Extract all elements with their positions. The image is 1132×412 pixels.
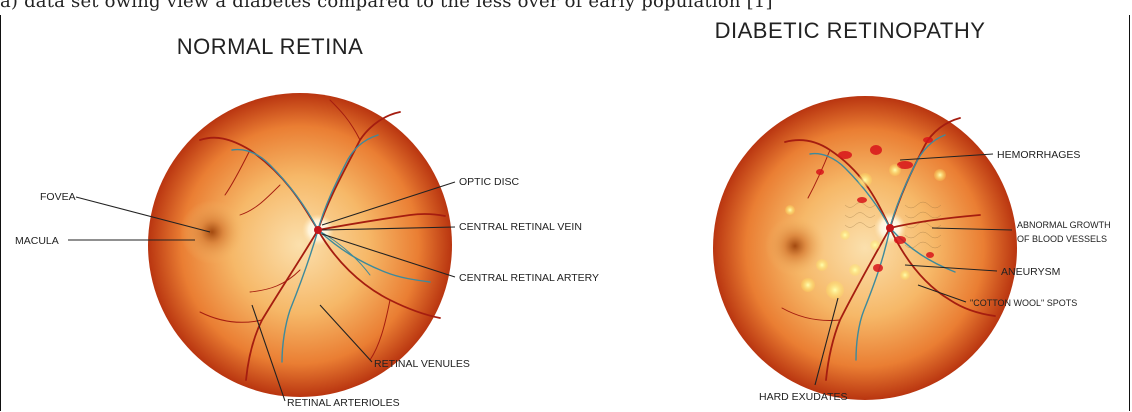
diabetic-retina-fundus xyxy=(713,96,1017,400)
normal-retina-title: NORMAL RETINA xyxy=(177,34,364,59)
label-hard-exudates: HARD EXUDATES xyxy=(759,391,848,403)
label-central-retinal-vein: CENTRAL RETINAL VEIN xyxy=(459,221,582,233)
diabetic-retinopathy-title: DIABETIC RETINOPATHY xyxy=(715,18,986,43)
label-hemorrhages: HEMORRHAGES xyxy=(997,149,1080,161)
diabetic-macula xyxy=(765,216,825,276)
label-central-retinal-artery: CENTRAL RETINAL ARTERY xyxy=(459,272,599,284)
label-retinal-arterioles: RETINAL ARTERIOLES xyxy=(287,397,400,409)
label-retinal-venules: RETINAL VENULES xyxy=(374,358,470,370)
label-macula: MACULA xyxy=(15,235,59,247)
label-optic-disc: OPTIC DISC xyxy=(459,176,520,188)
normal-retina-fundus xyxy=(148,93,452,397)
label-abnormal-growth-line2: OF BLOOD VESSELS xyxy=(1017,234,1107,244)
label-aneurysm: ANEURYSM xyxy=(1001,266,1060,278)
normal-macula xyxy=(180,200,244,264)
label-fovea: FOVEA xyxy=(40,191,76,203)
label-abnormal-growth-line1: ABNORMAL GROWTH xyxy=(1017,220,1111,230)
label-cotton-wool: "COTTON WOOL" SPOTS xyxy=(970,298,1077,308)
